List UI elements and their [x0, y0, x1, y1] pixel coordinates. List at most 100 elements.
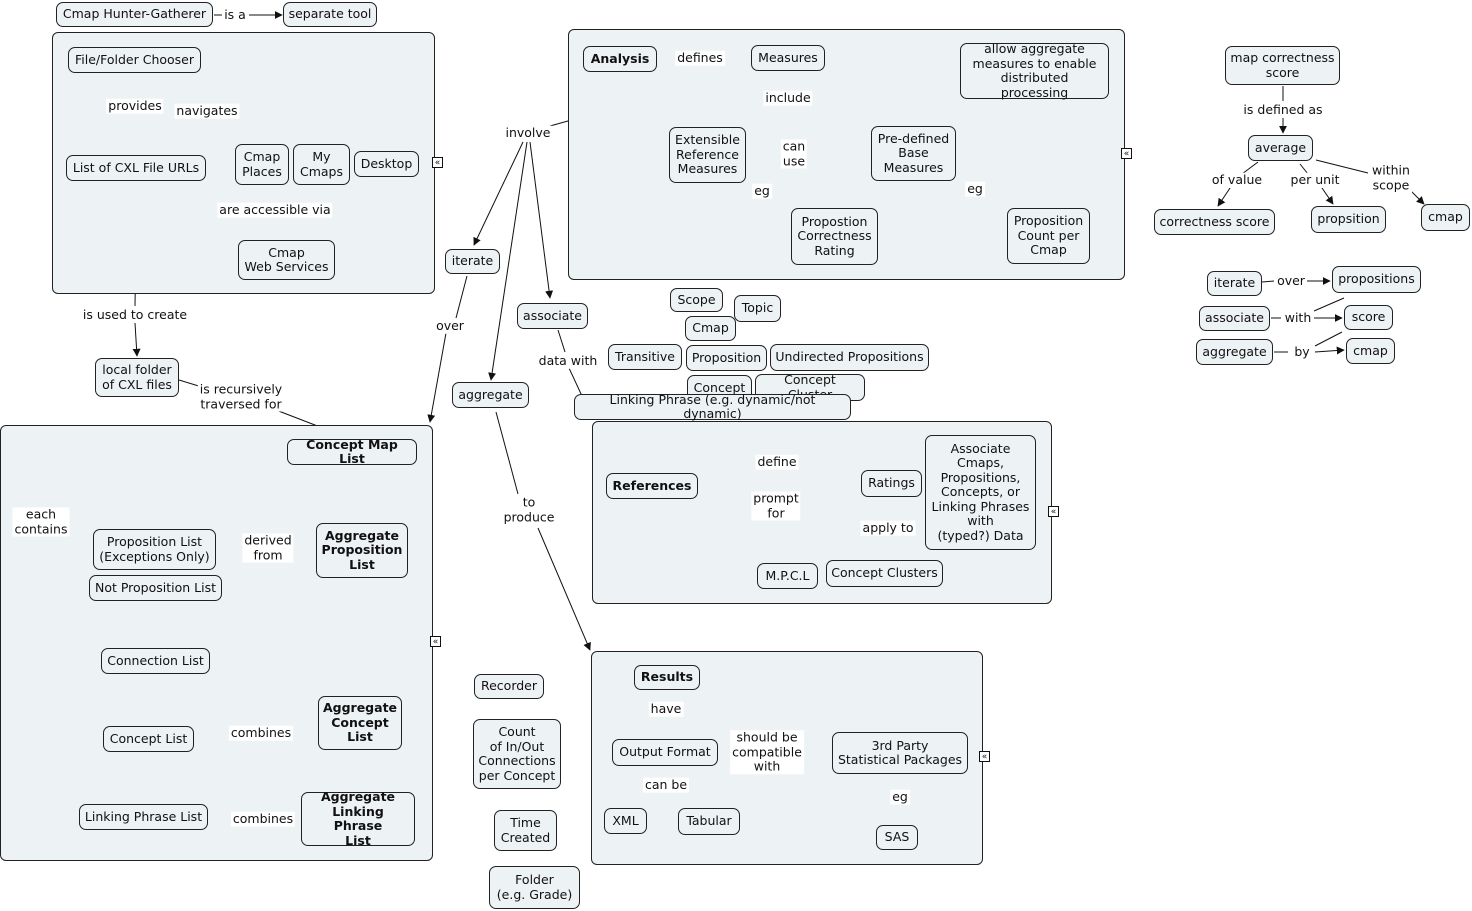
edge	[1299, 163, 1309, 175]
concept-measures[interactable]: Measures	[751, 45, 825, 71]
concept-average[interactable]: average	[1248, 135, 1313, 161]
concept-correctness-score[interactable]: correctness score	[1154, 209, 1275, 235]
link-label-per-unit: per unit	[1288, 171, 1342, 188]
edge	[1313, 297, 1345, 312]
concept-recorder[interactable]: Recorder	[474, 674, 544, 699]
concept-associate[interactable]: associate	[517, 303, 588, 329]
collapse-icon[interactable]: «	[430, 636, 441, 647]
concept-file-folder-chooser[interactable]: File/Folder Chooser	[68, 47, 201, 73]
link-label-eg: eg	[752, 182, 772, 199]
concept-mpcl[interactable]: M.P.C.L	[757, 563, 818, 589]
link-label-recursively: is recursively traversed for	[197, 381, 285, 412]
concept-correctness-rating[interactable]: Propostion Correctness Rating	[791, 208, 878, 265]
concept-concept-list[interactable]: Concept List	[103, 726, 194, 752]
link-label-by: by	[1292, 343, 1312, 360]
edge	[473, 141, 524, 246]
concept-xml[interactable]: XML	[604, 808, 647, 834]
collapse-icon[interactable]: «	[1048, 506, 1059, 517]
concept-references[interactable]: References	[606, 473, 698, 499]
concept-results[interactable]: Results	[634, 665, 700, 690]
concept-iterate[interactable]: iterate	[445, 249, 500, 274]
edge	[1409, 189, 1425, 205]
concept-topic[interactable]: Topic	[734, 295, 781, 322]
concept-connection-list[interactable]: Connection List	[101, 648, 210, 674]
concept-map-list-group[interactable]	[0, 425, 433, 861]
edge	[455, 275, 468, 319]
link-label-navigates: navigates	[174, 102, 240, 119]
link-label-involve: involve	[503, 124, 553, 141]
link-label-combines: combines	[230, 810, 296, 827]
concept-proposition-list[interactable]: Proposition List (Exceptions Only)	[93, 529, 216, 570]
concept-transitive[interactable]: Transitive	[608, 344, 682, 370]
concept-aggregate[interactable]: aggregate	[452, 382, 529, 408]
concept-cmap-right[interactable]: cmap	[1421, 204, 1470, 231]
concept-score-right[interactable]: score	[1344, 305, 1393, 330]
concept-linking-phrase[interactable]: Linking Phrase (e.g. dynamic/not dynamic…	[574, 392, 851, 421]
concept-count-in-out[interactable]: Count of In/Out Connections per Concept	[473, 719, 561, 789]
link-label-provides: provides	[106, 97, 164, 114]
concept-concept-clusters[interactable]: Concept Clusters	[826, 560, 943, 587]
concept-cmap-right-2[interactable]: cmap	[1346, 338, 1395, 364]
concept-sas[interactable]: SAS	[876, 825, 918, 850]
concept-local-folder[interactable]: local folder of CXL files	[95, 358, 179, 397]
edge	[568, 367, 583, 397]
concept-allow-aggregate[interactable]: allow aggregate measures to enable distr…	[960, 41, 1109, 99]
concept-aggregate-concept-list[interactable]: Aggregate Concept List	[318, 696, 402, 750]
concept-cmap-places[interactable]: Cmap Places	[235, 144, 289, 185]
concept-cmap-web-services[interactable]: Cmap Web Services	[238, 240, 335, 280]
concept-aggregate-linking-phrase-list[interactable]: Aggregate Linking Phrase List	[301, 789, 415, 847]
concept-not-proposition-list[interactable]: Not Proposition List	[89, 575, 222, 601]
edge	[529, 141, 554, 299]
link-label-each-contains: each contains	[12, 506, 70, 537]
edge	[132, 322, 141, 357]
concept-associate-right[interactable]: associate	[1199, 306, 1270, 331]
concept-associate-cmaps[interactable]: Associate Cmaps, Propositions, Concepts,…	[925, 435, 1036, 550]
concept-cmap-scope[interactable]: Cmap	[685, 316, 736, 341]
concept-aggregate-proposition-list[interactable]: Aggregate Proposition List	[316, 523, 408, 578]
concept-output-format[interactable]: Output Format	[612, 739, 718, 766]
link-label-include: include	[763, 89, 813, 106]
concept-aggregate-right[interactable]: aggregate	[1196, 339, 1273, 365]
link-label-derived-from: derived from	[242, 532, 294, 563]
link-label-define: define	[755, 453, 799, 470]
concept-proposition[interactable]: Proposition	[686, 345, 767, 371]
collapse-icon[interactable]: «	[979, 751, 990, 762]
concept-proposition-count[interactable]: Proposition Count per Cmap	[1007, 208, 1090, 264]
concept-my-cmaps[interactable]: My Cmaps	[293, 144, 350, 185]
concept-map-correctness-score[interactable]: map correctness score	[1225, 46, 1340, 85]
concept-tabular[interactable]: Tabular	[678, 808, 740, 835]
concept-time-created[interactable]: Time Created	[494, 810, 557, 851]
link-label-over: over	[434, 317, 466, 334]
edge	[427, 332, 447, 423]
concept-concept-map-list[interactable]: Concept Map List	[287, 437, 417, 466]
concept-predefined-measures[interactable]: Pre-defined Base Measures	[871, 126, 956, 181]
concept-separate-tool[interactable]: separate tool	[283, 2, 377, 27]
edge	[1261, 280, 1275, 283]
concept-linking-phrase-list[interactable]: Linking Phrase List	[79, 804, 208, 830]
link-label-should-be-compatible: should be compatible with	[730, 729, 804, 774]
link-label-within-scope: within scope	[1370, 162, 1412, 193]
collapse-icon[interactable]: «	[432, 157, 443, 168]
edge	[1241, 161, 1259, 175]
concept-propositions-right[interactable]: propositions	[1332, 266, 1421, 293]
concept-ratings[interactable]: Ratings	[861, 470, 922, 497]
concept-undirected-propositions[interactable]: Undirected Propositions	[770, 344, 929, 371]
concept-scope[interactable]: Scope	[670, 288, 723, 312]
link-label-apply-to: apply to	[860, 519, 916, 536]
concept-3rd-party-packages[interactable]: 3rd Party Statistical Packages	[832, 732, 968, 774]
link-label-over: over	[1275, 272, 1307, 289]
link-label-prompt-for: prompt for	[751, 490, 801, 521]
collapse-icon[interactable]: «	[1121, 148, 1132, 159]
concept-propsition[interactable]: propsition	[1311, 206, 1386, 233]
concept-extensible-measures[interactable]: Extensible Reference Measures	[669, 127, 746, 183]
edge	[1217, 187, 1231, 207]
concept-cxl-file-urls[interactable]: List of CXL File URLs	[66, 155, 206, 181]
concept-desktop[interactable]: Desktop	[354, 151, 419, 177]
edge	[488, 141, 528, 381]
concept-analysis[interactable]: Analysis	[583, 46, 657, 72]
concept-folder-grade[interactable]: Folder (e.g. Grade)	[489, 866, 580, 909]
edge	[495, 411, 519, 495]
link-label-have: have	[648, 700, 684, 717]
concept-iterate-right[interactable]: iterate	[1207, 271, 1262, 296]
concept-cmap-hunter-gatherer[interactable]: Cmap Hunter-Gatherer	[56, 2, 213, 27]
